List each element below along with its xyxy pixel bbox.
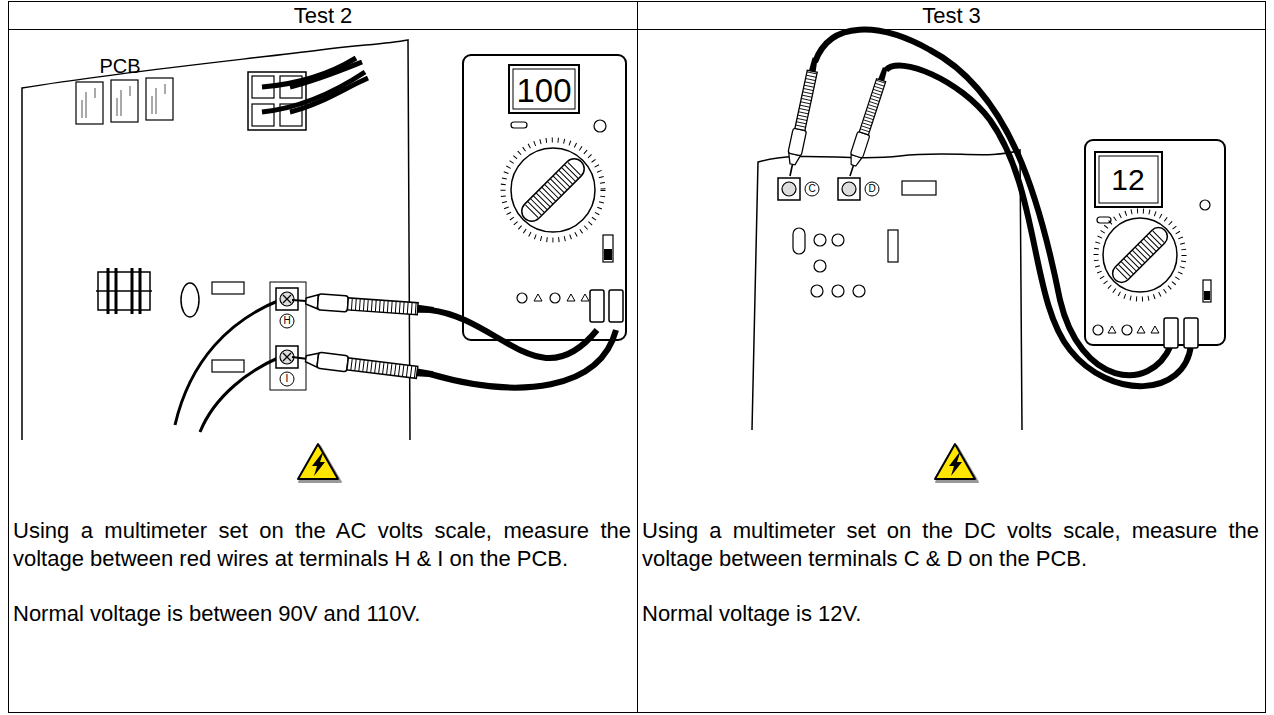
table-header-cell: Test 2: [8, 1, 638, 30]
table-body-cell: Using a multimeter set on the DC volts s…: [637, 29, 1266, 713]
test-heading: Test 3: [638, 2, 1265, 29]
instruction-text-block: Using a multimeter set on the DC volts s…: [642, 517, 1259, 655]
board-label: PCB: [99, 56, 140, 76]
instruction-text: Normal voltage is between 90V and 110V.: [13, 600, 631, 628]
instruction-text: Using a multimeter set on the AC volts s…: [13, 517, 631, 573]
terminal-letter: H: [283, 316, 290, 326]
instruction-text: Using a multimeter set on the DC volts s…: [642, 517, 1259, 573]
table-header-cell: Test 3: [637, 1, 1266, 30]
instruction-text-block: Using a multimeter set on the AC volts s…: [13, 517, 631, 655]
meter-reading: 12: [1111, 165, 1144, 195]
instruction-text: Normal voltage is 12V.: [642, 600, 1259, 628]
terminal-letter: C: [808, 184, 815, 194]
terminal-letter: I: [286, 374, 289, 384]
terminal-letter: D: [868, 184, 875, 194]
test-heading: Test 2: [9, 2, 637, 29]
table-body-cell: Using a multimeter set on the AC volts s…: [8, 29, 638, 713]
meter-reading: 100: [516, 74, 571, 107]
